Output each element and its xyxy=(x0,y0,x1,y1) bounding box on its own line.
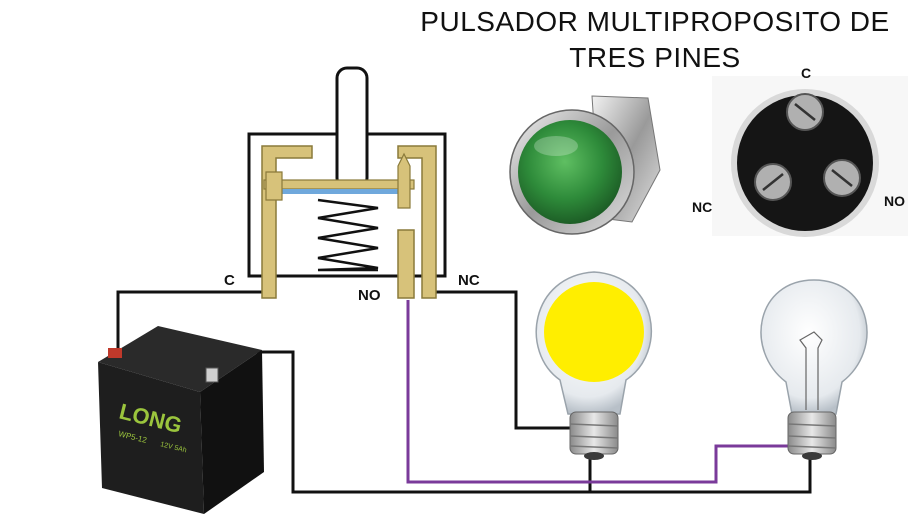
switch-plunger xyxy=(335,66,369,190)
wire-black-battery-return xyxy=(213,350,812,494)
wire-purple-no xyxy=(406,300,790,484)
contact-no xyxy=(397,229,415,299)
label-c: C xyxy=(224,272,235,289)
insulator-bar xyxy=(280,189,400,194)
contact-button-left xyxy=(265,171,283,201)
wire-black-common xyxy=(116,290,268,352)
lamp-left-on xyxy=(535,271,652,460)
battery-front xyxy=(98,362,204,514)
lamp-right-off xyxy=(760,279,868,460)
green-push-button xyxy=(509,95,661,235)
title-line-2: TRES PINES xyxy=(569,42,741,73)
battery-side xyxy=(200,350,264,514)
contact-button-right xyxy=(397,152,411,209)
button-green-cap xyxy=(518,120,622,224)
page-title: PULSADOR MULTIPROPOSITO DE TRES PINES xyxy=(420,4,890,76)
button-highlight xyxy=(534,136,578,156)
photo-label-nc: NC xyxy=(692,199,712,215)
contact-nc xyxy=(397,145,437,299)
battery: LONG WP5-12 12V 5Ah xyxy=(98,326,264,514)
battery-terminal-positive xyxy=(108,348,122,358)
lamp-left-glow xyxy=(544,282,644,382)
battery-top xyxy=(98,326,262,392)
button-back-terminals: C NC NO xyxy=(692,65,908,237)
movable-contact-bar xyxy=(263,179,415,190)
lamp-right-filament xyxy=(799,331,823,410)
lamp-right-glass xyxy=(760,279,868,415)
lamp-left-tip xyxy=(584,452,604,460)
wire-black-nc-to-left-lamp xyxy=(432,290,572,430)
title-line-1: PULSADOR MULTIPROPOSITO DE xyxy=(420,6,890,37)
switch-cross-section: C NO NC xyxy=(224,66,480,304)
label-nc: NC xyxy=(458,272,480,289)
spring xyxy=(317,198,379,272)
lamp-right-tip xyxy=(802,452,822,460)
photo-label-c: C xyxy=(801,65,811,81)
photo-label-no: NO xyxy=(884,193,905,209)
label-no: NO xyxy=(358,287,381,304)
battery-terminal-negative xyxy=(205,367,219,383)
